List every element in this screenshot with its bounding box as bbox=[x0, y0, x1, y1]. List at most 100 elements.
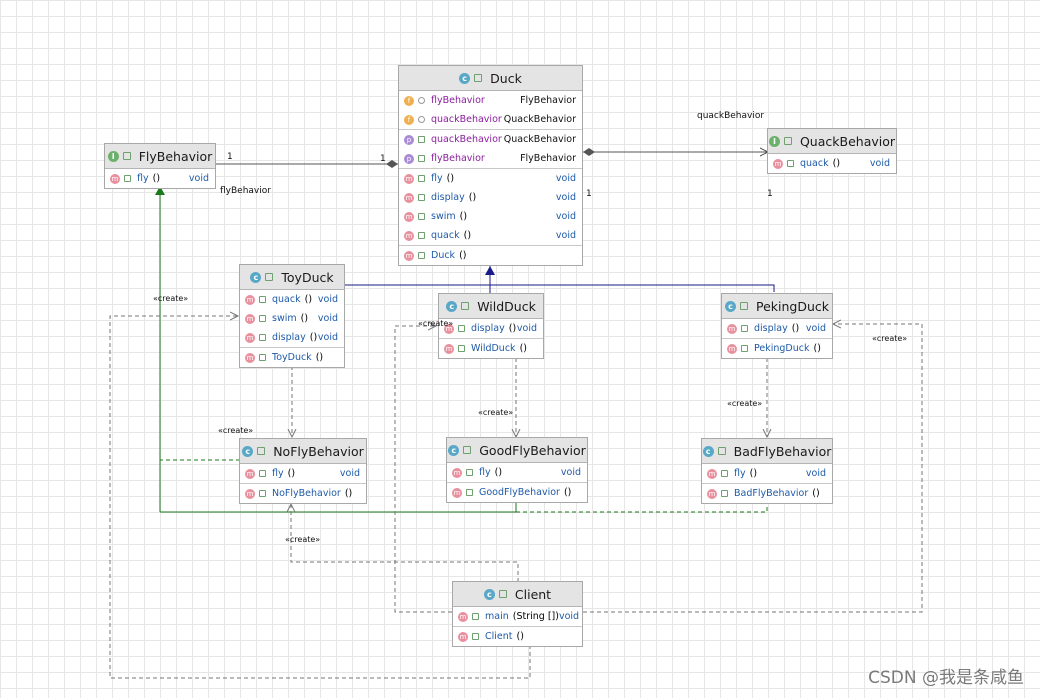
method-icon: m bbox=[245, 332, 255, 343]
public-icon bbox=[472, 633, 479, 640]
public-icon bbox=[418, 252, 425, 259]
public-icon bbox=[741, 345, 748, 352]
multiplicity-label: 1 bbox=[380, 154, 386, 164]
create-stereotype: «create» bbox=[872, 334, 908, 343]
method-icon: m bbox=[444, 323, 454, 334]
class-name: QuackBehavior bbox=[799, 133, 896, 149]
class-icon: c bbox=[242, 445, 254, 457]
interface-quack-behavior-header: I QuackBehavior bbox=[768, 129, 896, 154]
create-stereotype: «create» bbox=[478, 408, 514, 417]
watermark: CSDN @我是条咸鱼 bbox=[868, 668, 1024, 688]
public-icon bbox=[265, 273, 274, 281]
role-label-fly: flyBehavior bbox=[220, 186, 271, 196]
public-icon bbox=[418, 136, 425, 143]
class-icon: c bbox=[702, 445, 714, 457]
class-icon: c bbox=[250, 271, 262, 283]
class-client-header: c Client bbox=[453, 582, 582, 607]
public-icon bbox=[739, 302, 748, 310]
method-icon: m bbox=[404, 250, 414, 261]
public-icon bbox=[418, 175, 425, 182]
public-icon bbox=[122, 152, 131, 160]
class-name: NoFlyBehavior bbox=[273, 443, 364, 459]
class-icon: c bbox=[448, 444, 460, 456]
class-name: ToyDuck bbox=[281, 269, 334, 285]
method-icon: m bbox=[444, 343, 454, 354]
method-icon: m bbox=[245, 488, 255, 499]
class-good-fly-behavior-header: c GoodFlyBehavior bbox=[447, 438, 587, 463]
property-icon: p bbox=[404, 153, 414, 164]
public-icon bbox=[721, 470, 728, 477]
create-stereotype: «create» bbox=[727, 399, 763, 408]
public-icon bbox=[461, 302, 470, 310]
method-icon: m bbox=[110, 173, 120, 184]
create-stereotype: «create» bbox=[218, 426, 254, 435]
method-icon: m bbox=[773, 158, 783, 169]
public-icon bbox=[418, 213, 425, 220]
method-icon: m bbox=[452, 467, 462, 478]
public-icon bbox=[418, 194, 425, 201]
method-icon: m bbox=[727, 323, 737, 334]
public-icon bbox=[259, 315, 266, 322]
class-icon: c bbox=[724, 300, 736, 312]
public-icon bbox=[787, 160, 794, 167]
method-icon: m bbox=[245, 294, 255, 305]
interface-icon: I bbox=[768, 135, 780, 147]
class-toy-duck-header: c ToyDuck bbox=[240, 265, 344, 290]
method-icon: m bbox=[404, 173, 414, 184]
class-name: Duck bbox=[490, 70, 522, 86]
method-icon: m bbox=[404, 230, 414, 241]
method-icon: m bbox=[458, 631, 468, 642]
method-icon: m bbox=[707, 488, 717, 499]
public-icon bbox=[498, 590, 507, 598]
public-icon bbox=[783, 137, 792, 145]
public-icon bbox=[466, 469, 473, 476]
interface-fly-behavior-header: I FlyBehavior bbox=[105, 144, 215, 169]
multiplicity-label: 1 bbox=[767, 189, 773, 199]
public-icon bbox=[418, 155, 425, 162]
